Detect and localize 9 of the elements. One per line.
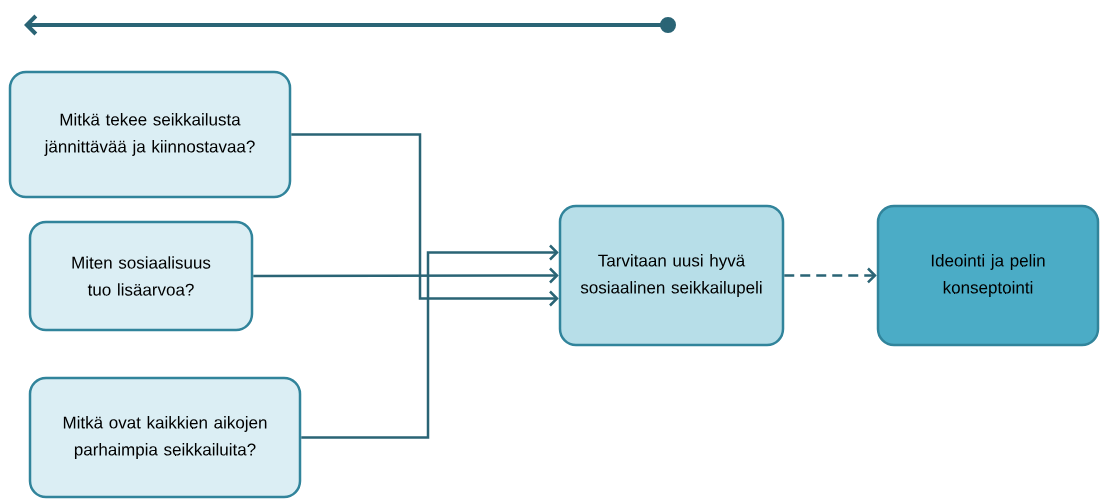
arrow <box>301 244 559 439</box>
arrow <box>253 267 559 284</box>
process-box: Tarvitaan uusi hyvä sosiaalinen seikkailupeli <box>558 204 785 347</box>
process-box: Ideointi ja pelin konseptointi <box>876 204 1100 347</box>
arrow <box>291 133 559 307</box>
process-box: Mitkä ovat kaikkien aikojen parhaimpia seikkailuita? <box>28 376 302 499</box>
process-box: Miten sosiaalisuus tuo lisäarvoa? <box>28 220 254 332</box>
process-box: Mitkä tekee seikkailusta jännittävää ja kiinnostavaa? <box>8 70 292 199</box>
arrow <box>784 267 877 284</box>
